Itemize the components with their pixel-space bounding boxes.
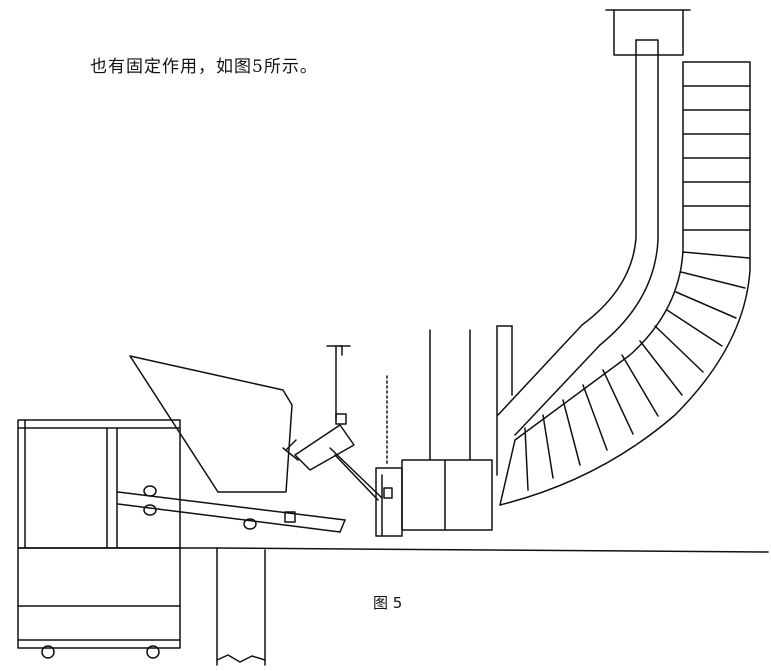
cart-wheel-right (146, 645, 160, 659)
bin-box (401, 459, 493, 531)
left-frame-structure (17, 419, 181, 659)
hanger-hook (326, 345, 343, 356)
figure-caption: 图 5 (373, 594, 403, 612)
handwritten-note: 也有固定作用，如图5所示。 (90, 57, 318, 77)
elbow-duct (497, 9, 751, 506)
shell-slat (682, 251, 750, 259)
conveyor-upper-edge (117, 491, 346, 521)
pit-break-line (216, 654, 266, 663)
hopper-body (129, 355, 293, 493)
conveyor-bracket (284, 511, 296, 523)
hopper-outlet-lip (285, 439, 297, 451)
shell-slat (680, 271, 746, 289)
shell-slat (675, 291, 737, 319)
bin-chute (375, 467, 403, 537)
inner-pipe-left (497, 39, 637, 416)
shell-slat (582, 384, 608, 451)
cart-wheel-left (41, 645, 55, 659)
shell-slat (542, 414, 554, 479)
hanger-clamp (335, 413, 347, 425)
conveyor-lower-edge (117, 503, 341, 533)
linkage-arm-lower (334, 454, 379, 501)
inner-pipe-right (514, 39, 659, 436)
conveyor-roller-top (143, 485, 157, 497)
shell-slat (621, 354, 659, 417)
shell-slat (654, 325, 704, 373)
pivot-pin (282, 447, 299, 461)
conveyor-roller-mid (243, 518, 257, 530)
conveyor-end (339, 519, 346, 533)
receiving-bin (375, 325, 513, 537)
floor (179, 547, 769, 666)
shell-slat (639, 340, 683, 396)
shell-slat (602, 369, 634, 435)
floor-line (216, 547, 769, 553)
shell-slat (562, 399, 581, 466)
linkage-clamp (383, 487, 393, 499)
hopper (129, 355, 297, 493)
shell-slat (666, 309, 723, 347)
frame-upper-box (17, 419, 181, 549)
outer-shell-curve (499, 61, 751, 506)
shell-slat (524, 427, 529, 491)
outer-shell-inner (514, 61, 684, 441)
duct-cap (613, 9, 684, 56)
frame-lower-box (17, 547, 181, 649)
pivot-box (294, 424, 355, 471)
pivot-arm-linkage (282, 345, 393, 501)
conveyor-roller-bottom (143, 504, 157, 516)
inclined-conveyor (117, 485, 346, 533)
shell-slat (499, 439, 516, 506)
linkage-arm-upper (329, 447, 383, 499)
